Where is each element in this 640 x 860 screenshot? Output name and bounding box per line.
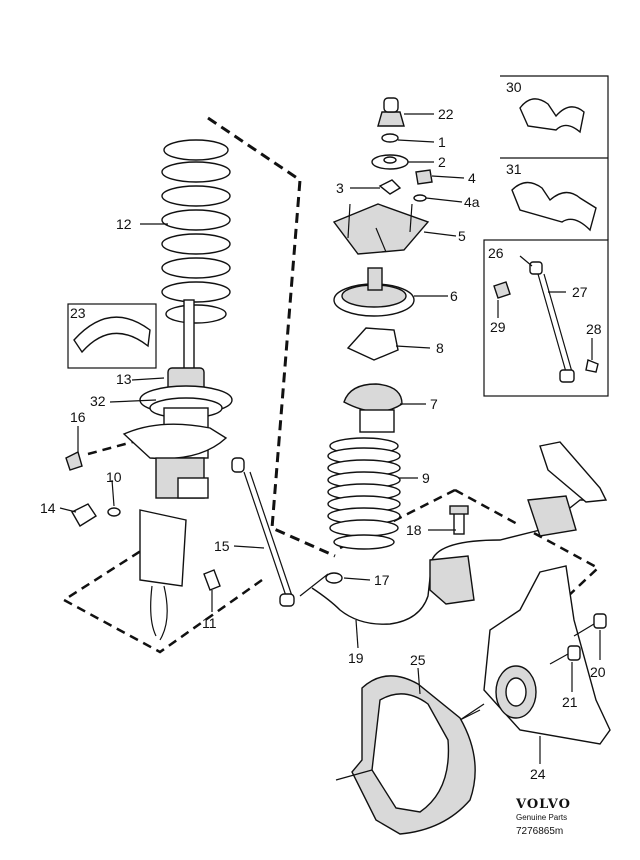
callout-11: 11 — [202, 615, 217, 631]
callout-1: 1 — [438, 134, 446, 150]
brake-dust-shield — [335, 675, 476, 835]
bolts-right — [549, 613, 607, 665]
callout-9: 9 — [422, 470, 430, 486]
callout-32: 32 — [90, 393, 106, 409]
isolator-box — [67, 303, 157, 369]
callout-7: 7 — [430, 396, 438, 412]
callout-29: 29 — [490, 319, 506, 335]
top-mount-stack — [332, 97, 433, 433]
dust-boot — [327, 437, 401, 550]
callout-16: 16 — [70, 409, 86, 425]
shock-absorber-strut — [122, 299, 233, 641]
callout-30: 30 — [506, 79, 522, 95]
callout-20: 20 — [590, 664, 606, 680]
callout-18: 18 — [406, 522, 422, 538]
callout-8: 8 — [436, 340, 444, 356]
link-box — [483, 239, 609, 397]
callout-22: 22 — [438, 106, 454, 122]
callout-5: 5 — [458, 228, 466, 244]
callout-10: 10 — [106, 469, 122, 485]
brand-block: VOLVO Genuine Parts 7276865m — [515, 797, 571, 837]
callout-15: 15 — [214, 538, 230, 554]
callout-4: 4 — [468, 170, 476, 186]
callout-4a: 4a — [464, 194, 480, 210]
sway-bar — [299, 441, 608, 625]
callout-24: 24 — [530, 766, 546, 782]
leader-lines — [59, 113, 601, 764]
callout-19: 19 — [348, 650, 364, 666]
steering-knuckle — [451, 565, 611, 745]
assembly-dashed-outline-left — [61, 116, 336, 654]
callout-6: 6 — [450, 288, 458, 304]
callout-28: 28 — [586, 321, 602, 337]
callout-23: 23 — [70, 305, 86, 321]
callout-2: 2 — [438, 154, 446, 170]
callout-25: 25 — [410, 652, 426, 668]
coil-spring — [161, 139, 231, 324]
callout-12: 12 — [116, 216, 132, 232]
callout-13: 13 — [116, 371, 132, 387]
callout-21: 21 — [562, 694, 578, 710]
callout-3: 3 — [336, 180, 344, 196]
brand-name: VOLVO — [515, 797, 571, 812]
callout-labels: 22 1 2 3 4 4a 5 6 8 7 9 12 23 13 32 16 1… — [40, 79, 606, 782]
clamp-box — [500, 75, 609, 240]
callout-27: 27 — [572, 284, 588, 300]
brand-tagline: Genuine Parts — [516, 813, 567, 822]
fasteners-left — [65, 450, 221, 591]
stabilizer-link-left — [231, 457, 295, 607]
callout-31: 31 — [506, 161, 522, 177]
callout-17: 17 — [374, 572, 390, 588]
callout-26: 26 — [488, 245, 504, 261]
diagram-code: 7276865m — [516, 826, 563, 837]
callout-14: 14 — [40, 500, 56, 516]
